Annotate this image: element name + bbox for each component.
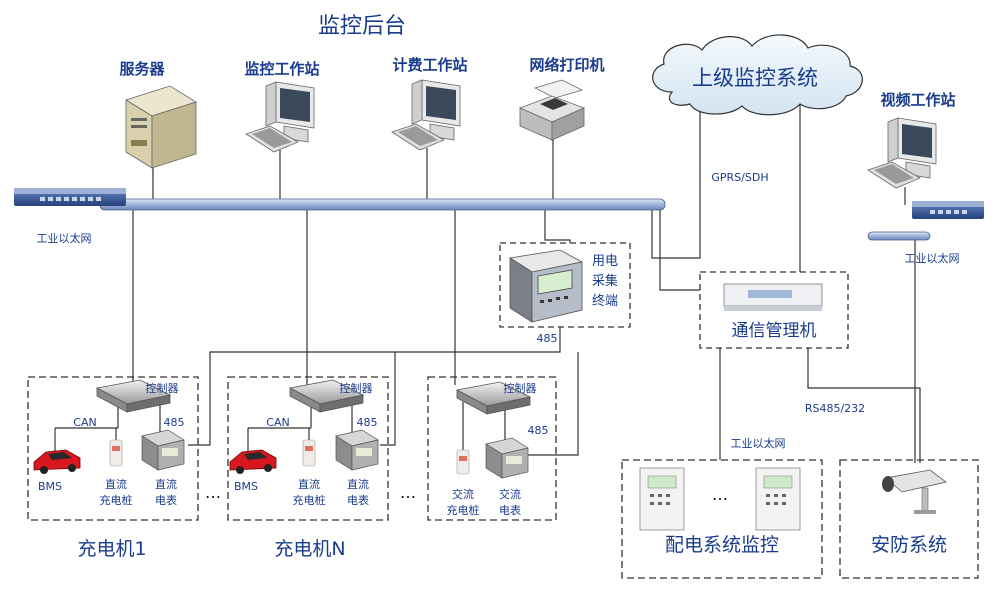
chargerN-frame [227,376,389,521]
gprs-sdh-label: GPRS/SDH [711,171,768,184]
video-station-label: 视频工作站 [880,91,955,109]
ac-charger-line2: 充电桩 [447,503,480,517]
rack-device-icon [723,283,823,311]
power-meter-icon [508,249,584,323]
meter-icon [141,429,185,471]
charging-pile-icon [302,439,316,467]
connection-lines [54,88,921,463]
charger-ac-frame [427,376,557,521]
comm-manager-label: 通信管理机 [732,321,817,341]
dc-charger-line1: 直流 [105,477,127,491]
switch-icon [14,188,126,206]
dc-meter-line2: 电表 [155,493,177,507]
panel-device-icon [639,467,685,531]
dc-meter-line1: 直流 [347,477,369,491]
dc-meter-line2: 电表 [347,493,369,507]
controller-label: 控制器 [146,381,179,395]
ac-meter-line2: 电表 [499,503,521,517]
meter-icon [335,429,379,471]
port-485-label: 485 [537,332,558,345]
controller-icon [95,379,172,413]
dc-charger-line2: 充电桩 [293,493,326,507]
computer-icon [867,117,937,189]
billing-station-label: 计费工作站 [392,56,467,74]
charger1-frame [27,376,199,521]
can-label: CAN [266,416,289,429]
computer-icon [245,81,315,153]
switch-icon [912,201,984,219]
printer-label: 网络打印机 [529,56,604,74]
security-label: 安防系统 [871,534,947,556]
ellipsis-dots: … [712,485,728,504]
distribution-frame [621,459,823,579]
page-title: 监控后台 [318,14,406,39]
server-label: 服务器 [119,60,165,78]
bms-label: BMS [38,480,62,493]
server-icon [125,85,197,169]
ac-meter-line1: 交流 [499,487,521,501]
ethernet-bus [99,198,666,211]
rs485-label: RS485/232 [805,402,865,415]
cloud-shape [652,34,863,116]
p485-label: 485 [528,424,549,437]
security-frame [839,459,979,579]
power-terminal-line3: 终端 [592,293,618,309]
cloud-label: 上级监控系统 [692,66,818,90]
industrial-ethernet-label: 工业以太网 [37,232,92,245]
chargerN-name: 充电机N [274,538,345,560]
ac-charger-line1: 交流 [452,487,474,501]
camera-icon [882,469,947,514]
computer-icon [391,79,461,151]
controller-label: 控制器 [504,381,537,395]
dc-charger-line2: 充电桩 [100,493,133,507]
can-label: CAN [73,416,96,429]
printer-icon [518,79,586,141]
right-bus [867,231,931,241]
controller-label: 控制器 [340,381,373,395]
power-terminal-line2: 采集 [592,273,618,289]
industrial-ethernet-lower-label: 工业以太网 [731,437,786,450]
distribution-label: 配电系统监控 [665,534,779,556]
monitor-station-label: 监控工作站 [244,60,319,78]
bms-label: BMS [234,480,258,493]
panel-device-icon [755,467,801,531]
charger1-name: 充电机1 [77,538,146,560]
p485-label: 485 [357,416,378,429]
power-terminal-line1: 用电 [592,254,618,269]
ellipsis-dots: … [400,483,416,502]
ellipsis-dots: … [205,483,221,502]
car-icon [229,449,277,474]
controller-icon [455,381,532,415]
charging-pile-icon [456,449,470,475]
dc-charger-line1: 直流 [298,477,320,491]
charging-pile-icon [109,439,123,467]
controller-icon [288,379,365,413]
dc-meter-line1: 直流 [155,477,177,491]
car-icon [33,449,81,474]
industrial-ethernet-right-label: 工业以太网 [905,252,960,265]
meter-icon [485,437,529,479]
p485-label: 485 [164,416,185,429]
